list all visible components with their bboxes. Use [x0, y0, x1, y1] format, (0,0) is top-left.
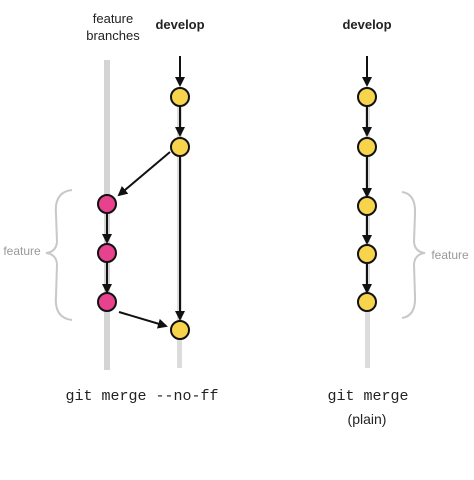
feature-label-right: feature — [431, 248, 469, 262]
arrow-merge-in — [118, 311, 168, 329]
header-develop-left: develop — [155, 17, 205, 32]
feature-label-left: feature — [3, 244, 41, 258]
left-arrows — [102, 56, 185, 329]
develop-commit-node — [357, 292, 377, 312]
develop-commit-node — [357, 244, 377, 264]
develop-commit-node — [357, 196, 377, 216]
merge-commit-node — [170, 320, 190, 340]
right-commits — [357, 87, 377, 312]
caption-plain-sub: (plain) — [347, 411, 387, 427]
develop-commit-node — [170, 87, 190, 107]
develop-commit-node — [357, 137, 377, 157]
feature-brace-left — [45, 189, 73, 321]
develop-commit-node — [357, 87, 377, 107]
arrow-branch-out — [117, 151, 171, 197]
feature-commit-node — [97, 194, 117, 214]
caption-plain: git merge — [327, 388, 409, 405]
header-feature-branches: feature branches — [86, 11, 140, 43]
develop-commit-node — [170, 137, 190, 157]
feature-commit-node — [97, 243, 117, 263]
header-develop-right: develop — [342, 17, 392, 32]
feature-commit-node — [97, 292, 117, 312]
left-commits — [97, 87, 190, 340]
caption-no-ff: git merge --no-ff — [65, 388, 219, 405]
feature-brace-right — [401, 191, 426, 319]
